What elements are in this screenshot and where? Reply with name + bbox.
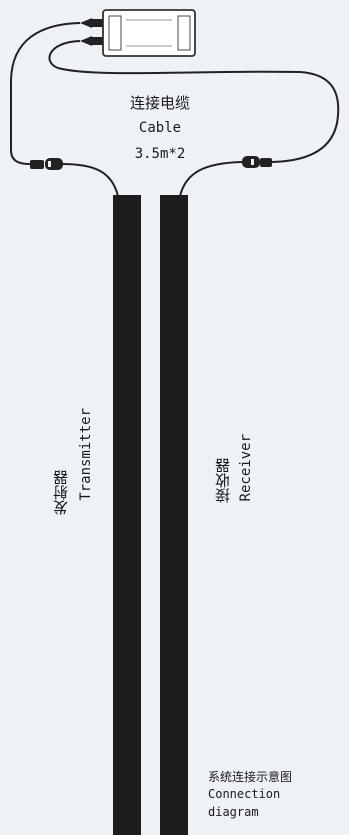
legend-title-en-line1: Connection [208, 787, 281, 801]
receiver-bar [160, 195, 188, 835]
cable-left-connector [30, 158, 63, 170]
transmitter-bar [113, 195, 141, 835]
cable-length: 3.5m*2 [134, 146, 186, 162]
cable-label-en: Cable [138, 120, 182, 136]
cable-left [10, 22, 81, 165]
transmitter-label-en: Transmitter [78, 408, 94, 501]
cable-left-tail [61, 163, 119, 197]
receiver-label-cn: 接收器 [214, 458, 232, 503]
legend-title-cn: 系统连接示意图 [208, 770, 293, 784]
receiver-label-en: Receiver [238, 434, 254, 502]
box-connector-top [80, 18, 103, 28]
cable-right [48, 40, 340, 163]
controller-box [102, 9, 196, 57]
cable-right-connector [242, 156, 272, 168]
cable-right-tail [179, 161, 243, 197]
legend-title-en-line2: diagram [208, 805, 259, 819]
cable-label-cn: 连接电缆 [129, 94, 190, 112]
box-connector-bottom [80, 36, 103, 46]
transmitter-label-cn: 发射器 [52, 470, 70, 515]
